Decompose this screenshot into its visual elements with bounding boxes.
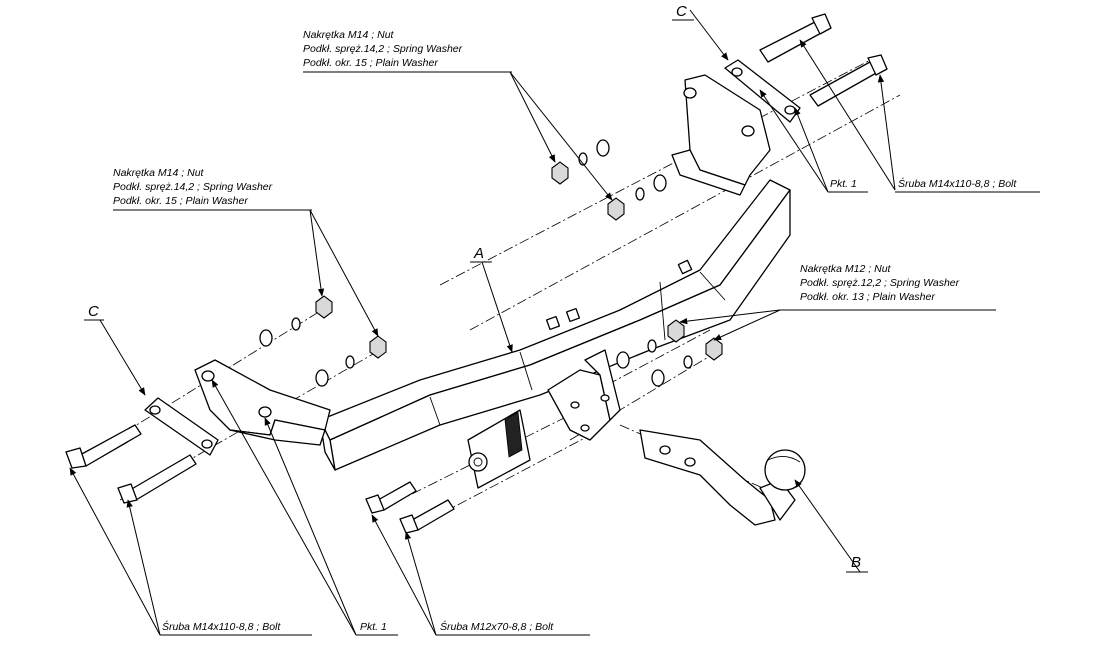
label-pkt-bottom: Pkt. 1	[360, 621, 387, 633]
right-bracket	[671, 74, 771, 196]
bolts-bottom-mid	[365, 481, 455, 534]
letter-c-left: C	[88, 303, 99, 320]
part-letters: A B C C	[84, 3, 868, 573]
label-left-plain-washer: Podkł. okr. 15 ; Plain Washer	[113, 195, 248, 207]
label-nut-group-top: Nakrętka M14 ; Nut Podkł. spręż.14,2 ; S…	[303, 29, 512, 73]
label-right-plain-washer: Podkł. okr. 13 ; Plain Washer	[800, 291, 935, 303]
main-beam-a	[319, 179, 791, 471]
label-pkt-top-right: Pkt. 1	[830, 178, 857, 190]
label-top-right-bolt-group: Pkt. 1 Śruba M14x110-8,8 ; Bolt	[828, 177, 1040, 193]
bolts-bottom-left	[65, 424, 197, 504]
label-right-nut: Nakrętka M12 ; Nut	[800, 263, 892, 275]
plate-c-left	[144, 397, 219, 456]
label-bottom-group: Śruba M14x110-8,8 ; Bolt Pkt. 1 Śruba M1…	[160, 620, 590, 636]
leader-lines	[69, 9, 896, 636]
label-right-spring-washer: Podkł. spręż.12,2 ; Spring Washer	[800, 277, 960, 289]
label-bolt-bottom-left: Śruba M14x110-8,8 ; Bolt	[162, 620, 281, 633]
label-top-nut: Nakrętka M14 ; Nut	[303, 29, 395, 41]
nuts-washers-top	[551, 139, 667, 221]
label-left-spring-washer: Podkł. spręż.14,2 ; Spring Washer	[113, 181, 273, 193]
center-mount-bracket	[547, 349, 621, 441]
nuts-washers-right	[616, 319, 723, 387]
label-nut-group-left: Nakrętka M14 ; Nut Podkł. spręż.14,2 ; S…	[113, 167, 312, 211]
label-bolt-bottom-mid: Śruba M12x70-8,8 ; Bolt	[440, 620, 554, 633]
ball-arm-b	[639, 429, 806, 526]
label-top-plain-washer: Podkł. okr. 15 ; Plain Washer	[303, 57, 438, 69]
label-bolt-top-right: Śruba M14x110-8,8 ; Bolt	[898, 177, 1017, 190]
letter-c-right: C	[676, 3, 687, 20]
socket-plate	[467, 409, 531, 489]
label-top-spring-washer: Podkł. spręż.14,2 ; Spring Washer	[303, 43, 463, 55]
label-left-nut: Nakrętka M14 ; Nut	[113, 167, 205, 179]
label-nut-group-right: Nakrętka M12 ; Nut Podkł. spręż.12,2 ; S…	[780, 263, 996, 311]
bolts-top-right	[759, 13, 888, 107]
letter-a: A	[473, 245, 484, 262]
left-bracket	[194, 359, 331, 446]
letter-b: B	[851, 554, 861, 571]
nuts-washers-left	[259, 295, 387, 387]
